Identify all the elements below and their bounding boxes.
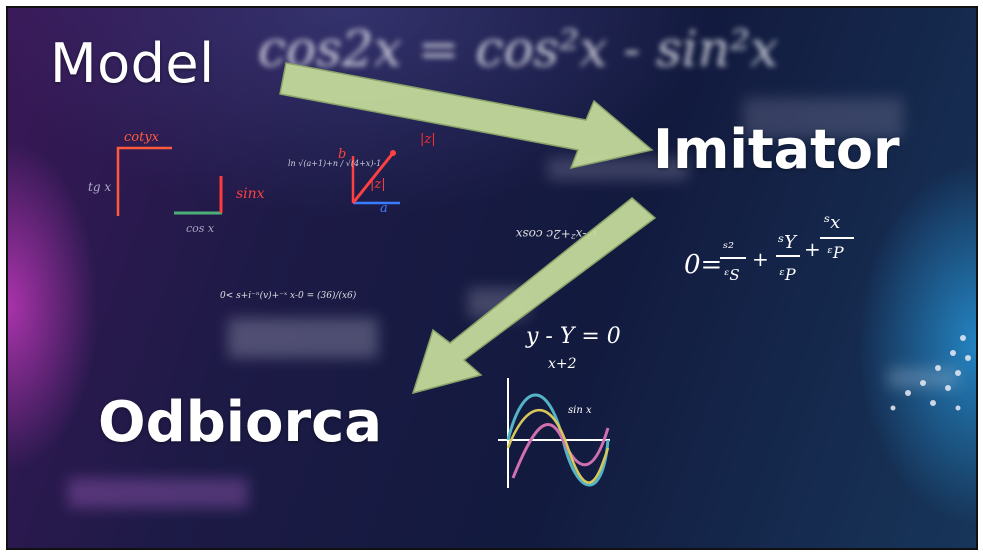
arrow-imitator-to-odbiorca <box>411 197 657 395</box>
svg-text:y - Y = 0: y - Y = 0 <box>525 324 621 349</box>
background-formula: cos2x = cos²x - sin²x <box>258 20 778 78</box>
svg-text:x²-x²+2c cosx: x²-x²+2c cosx <box>515 227 598 241</box>
svg-text:sin x: sin x <box>568 405 592 416</box>
svg-text:ᵋP: ᵋP <box>778 265 796 284</box>
label-model: Model <box>50 32 215 95</box>
decorative-dots <box>890 335 971 411</box>
svg-text:+: + <box>752 247 769 271</box>
slide: cos2x = cos²x - sin²x cotyx tg x sinx co… <box>8 8 978 550</box>
svg-text:cotyx: cotyx <box>124 130 160 145</box>
svg-text:a: a <box>380 201 388 216</box>
formula-scribbles: x²-x²+2c cosx 0< s+i⁻ⁿ(v)+⁻ˣ x-0 = (36)/… <box>220 227 598 301</box>
svg-text:ˢ²: ˢ² <box>723 239 734 257</box>
svg-text:0=: 0= <box>684 250 722 280</box>
graph-waves: sin x <box>498 378 610 488</box>
formula-right: 0= ˢ² ᵋS + ˢY ᵋP + ˢx ᵋP <box>684 212 854 284</box>
svg-text:|z|: |z| <box>370 177 386 192</box>
arrow-model-to-imitator <box>279 62 654 170</box>
svg-text:+: + <box>804 237 821 261</box>
graph-sin: sinx cos x <box>174 176 265 235</box>
label-imitator: Imitator <box>653 118 900 181</box>
svg-text:x+2: x+2 <box>548 356 577 372</box>
svg-text:cos x: cos x <box>186 222 215 235</box>
math-background: cos2x = cos²x - sin²x cotyx tg x sinx co… <box>68 20 971 508</box>
svg-text:tg x: tg x <box>88 180 111 194</box>
svg-text:ᵋP: ᵋP <box>826 243 844 262</box>
label-odbiorca: Odbiorca <box>98 390 383 455</box>
graph-complex: |z| a b |z| ln √(a+1)+n / √(4+x)-1 <box>288 132 436 216</box>
blurred-shapes <box>68 98 958 508</box>
graph-cot: cotyx tg x <box>88 130 172 216</box>
svg-text:ᵋS: ᵋS <box>723 266 740 284</box>
svg-text:b: b <box>338 147 346 162</box>
svg-text:0< s+i⁻ⁿ(v)+⁻ˣ x-0 = (36)/(x6): 0< s+i⁻ⁿ(v)+⁻ˣ x-0 = (36)/(x6) <box>220 290 357 301</box>
svg-text:|z|: |z| <box>420 132 436 147</box>
svg-text:sinx: sinx <box>236 186 265 202</box>
svg-text:ln √(a+1)+n / √(4+x)-1: ln √(a+1)+n / √(4+x)-1 <box>288 159 381 168</box>
svg-text:ˢY: ˢY <box>778 232 798 253</box>
formula-center: y - Y = 0 x+2 <box>525 324 621 372</box>
svg-text:ˢx: ˢx <box>824 212 840 233</box>
